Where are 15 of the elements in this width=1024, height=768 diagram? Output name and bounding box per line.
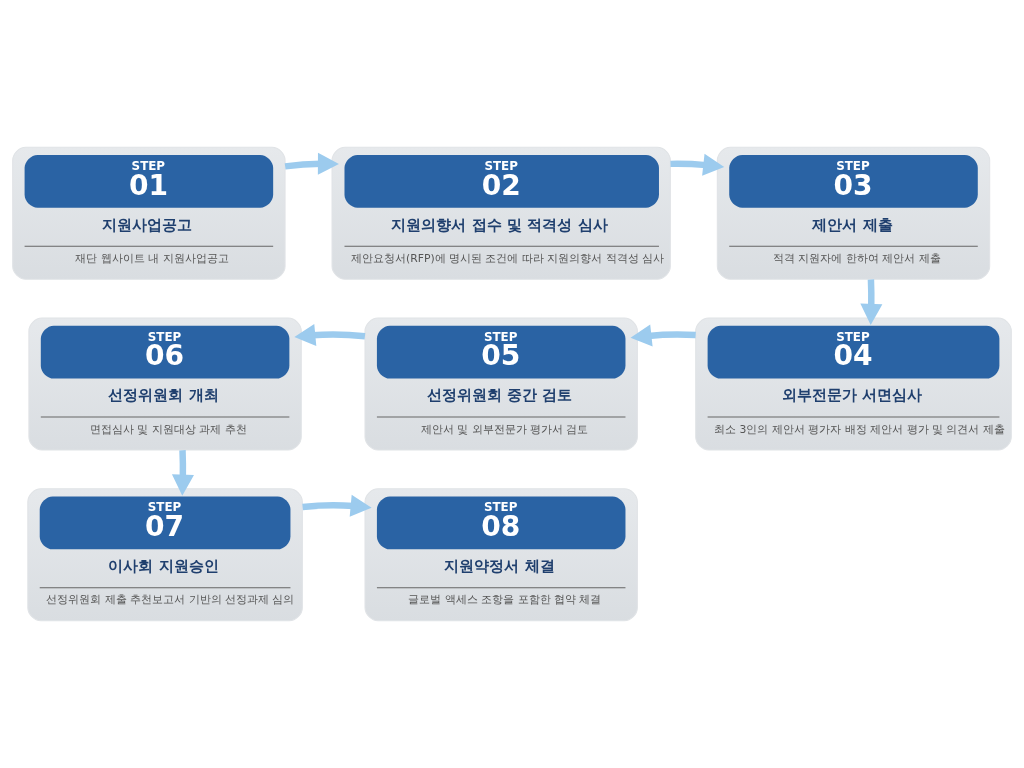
node-box: STEP 04 외부전문가 서면심사 최소 3인의 제안서 평가자 배정 제안서 평가 및 의견서 제출 — [695, 317, 1012, 451]
node-box: STEP 03 제안서 제출 적격 지원자에 한하여 제안서 제출 — [716, 146, 991, 280]
arrow — [302, 494, 372, 517]
node-box: STEP 08 지원약정서 체결 글로벌 액세스 조항을 포함한 협약 체결 — [364, 488, 638, 622]
arrow — [670, 153, 725, 176]
arrow — [294, 324, 366, 347]
arrow — [171, 450, 194, 496]
node-box: STEP 02 지원의향서 접수 및 적격성 심사 제안요청서(RFP)에 명시된 조건에 따라 지원의향서 적격성 심사 — [331, 146, 671, 280]
arrow — [860, 279, 883, 325]
node-box: STEP 05 선정위원회 중간 검토 제안서 및 외부전문가 평가서 검토 — [364, 317, 638, 451]
node-box: STEP 01 지원사업공고 재단 웹사이트 내 지원사업공고 — [12, 146, 286, 280]
node-box: STEP 06 선정위원회 개최 면접심사 및 지원대상 과제 추천 — [28, 317, 302, 451]
arrow — [630, 324, 696, 347]
arrow — [284, 152, 339, 175]
node-box: STEP 07 이사회 지원승인 선정위원회 제출 추천보고서 기반의 선정과제 심의 — [27, 488, 303, 622]
